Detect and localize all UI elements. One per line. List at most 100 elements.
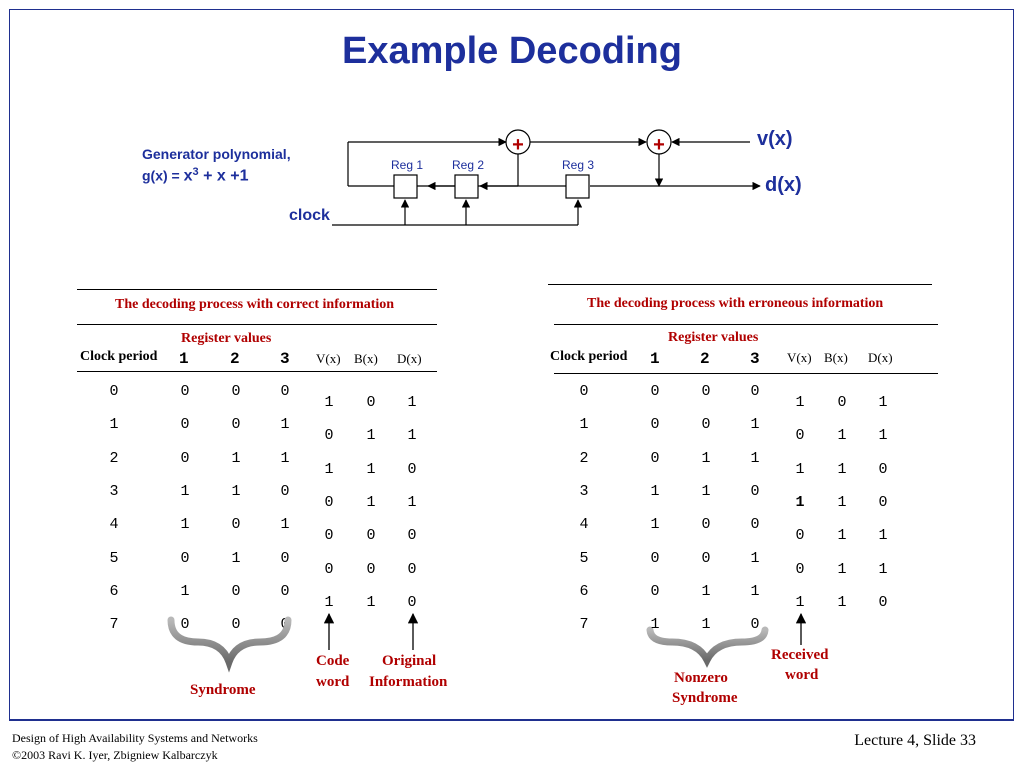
original-info-label-1: Original [382, 653, 437, 669]
reg1-box [393, 174, 418, 199]
code-word-label-1: Code [316, 653, 350, 669]
left-table-vbd-cell: 1 [366, 427, 376, 445]
slide-number: Lecture 4, Slide 33 [854, 732, 976, 749]
left-table-register-cell: 1 [280, 516, 290, 534]
right-rule-header [554, 373, 938, 374]
reg2-label: Reg 2 [452, 158, 484, 172]
right-table-register-cell: 0 [701, 383, 711, 400]
left-table-register-cell: 0 [280, 482, 290, 500]
left-table-register-cell: 1 [231, 549, 241, 567]
right-table-vbd-cell: 0 [795, 427, 805, 445]
left-table-vbd-cell: 1 [407, 394, 417, 411]
clock-label: clock [289, 207, 330, 224]
left-table-register-cell: 0 [180, 449, 190, 467]
reg3-label: Reg 3 [562, 158, 594, 172]
left-rule-top [77, 289, 437, 290]
nonzero-syndrome-label-2: Syndrome [672, 690, 738, 706]
g-x: x [183, 167, 193, 185]
left-table-vbd-cell: 1 [407, 427, 417, 445]
left-table-register-cell: 0 [231, 416, 241, 434]
left-table-clock-cell: 3 [109, 482, 119, 500]
right-table-vbd-cell: 1 [878, 527, 888, 545]
left-table-vbd-cell: 0 [407, 593, 417, 611]
left-table-register-cell: 1 [231, 449, 241, 467]
right-table-clock-cell: 6 [579, 582, 589, 600]
right-table-vbd-cell: 1 [837, 460, 847, 478]
adder-1-symbol: + [512, 134, 524, 156]
left-table-vbd-cell: 0 [324, 560, 334, 578]
right-table-vbd-cell: 0 [878, 460, 888, 478]
right-table-register-cell: 0 [750, 616, 760, 634]
right-table-register-cell: 0 [750, 516, 760, 534]
adder-2-symbol: + [653, 134, 665, 156]
left-table-register-cell: 1 [231, 482, 241, 500]
right-rule-caption [554, 324, 938, 325]
left-table-register-cell: 1 [180, 582, 190, 600]
right-table-clock-cell: 1 [579, 416, 589, 434]
right-table-vbd-cell: 1 [795, 460, 805, 478]
g-prefix: g(x) = [142, 167, 184, 184]
right-table-register-cell: 1 [701, 449, 711, 467]
right-table-vbd-cell: 1 [837, 427, 847, 445]
left-table-register-cell: 0 [280, 383, 290, 400]
code-word-label-2: word [316, 674, 350, 690]
left-table-vbd-cell: 1 [324, 593, 334, 611]
right-register-values-label: Register values [668, 330, 759, 345]
right-table-vbd-cell: 0 [795, 527, 805, 545]
right-table-register-cell: 1 [650, 516, 660, 534]
right-table-register-cell: 1 [701, 482, 711, 500]
left-table-register-cell: 0 [231, 616, 241, 634]
left-header-r1: 1 [179, 350, 189, 368]
left-header-r2: 2 [230, 350, 240, 368]
right-table-register-cell: 0 [701, 416, 711, 434]
right-table-register-cell: 0 [750, 383, 760, 400]
right-table-vbd-cell: 1 [878, 560, 888, 578]
right-header-v: V(x) [787, 350, 812, 365]
left-table-register-cell: 0 [180, 616, 190, 634]
left-caption: The decoding process with correct inform… [115, 297, 395, 312]
right-table-register-cell: 0 [750, 482, 760, 500]
reg2-box [454, 174, 479, 199]
left-table-vbd-cell: 1 [324, 460, 334, 478]
left-table-register-cell: 1 [180, 516, 190, 534]
left-table-register-cell: 0 [180, 416, 190, 434]
footer-copyright: ©2003 Ravi K. Iyer, Zbigniew Kalbarczyk [12, 748, 218, 762]
left-table-vbd-cell: 0 [407, 560, 417, 578]
right-table-vbd-cell: 1 [837, 527, 847, 545]
right-table-clock-cell: 2 [579, 449, 589, 467]
left-table-clock-cell: 6 [109, 582, 119, 600]
g-rest: + x +1 [198, 167, 249, 185]
left-table-clock-cell: 7 [109, 616, 119, 634]
right-header-r3: 3 [750, 350, 760, 368]
right-table-vbd-cell: 1 [837, 593, 847, 611]
right-table-clock-cell: 0 [579, 383, 589, 400]
right-table-vbd-cell: 1 [795, 593, 805, 611]
left-table-register-cell: 0 [280, 582, 290, 600]
right-table-register-cell: 0 [650, 449, 660, 467]
right-table-register-cell: 0 [650, 582, 660, 600]
right-table-register-cell: 0 [650, 549, 660, 567]
right-table-vbd-cell: 1 [878, 427, 888, 445]
right-table-vbd-cell: 0 [878, 493, 888, 511]
left-table-vbd-cell: 1 [324, 394, 334, 411]
left-header-v: V(x) [316, 351, 341, 366]
left-table-clock-cell: 4 [109, 516, 119, 534]
left-table-vbd-cell: 0 [407, 460, 417, 478]
right-table-register-cell: 1 [750, 582, 760, 600]
slide-title: Example Decoding [342, 30, 682, 72]
left-table-clock-cell: 1 [109, 416, 119, 434]
left-table-vbd-cell: 0 [324, 527, 334, 545]
left-rule-caption [77, 324, 437, 325]
left-table-register-cell: 0 [180, 549, 190, 567]
left-table-vbd-cell: 0 [407, 527, 417, 545]
left-table-vbd-cell: 1 [407, 493, 417, 511]
left-table-register-cell: 0 [180, 383, 190, 400]
right-table-register-cell: 0 [650, 416, 660, 434]
left-table-register-cell: 0 [231, 582, 241, 600]
original-info-label-2: Information [369, 674, 448, 690]
left-table-register-cell: 1 [280, 449, 290, 467]
right-table-register-cell: 0 [701, 516, 711, 534]
right-rule-top [548, 284, 932, 285]
slide-frame [9, 9, 1014, 720]
output-label: d(x) [765, 174, 802, 196]
